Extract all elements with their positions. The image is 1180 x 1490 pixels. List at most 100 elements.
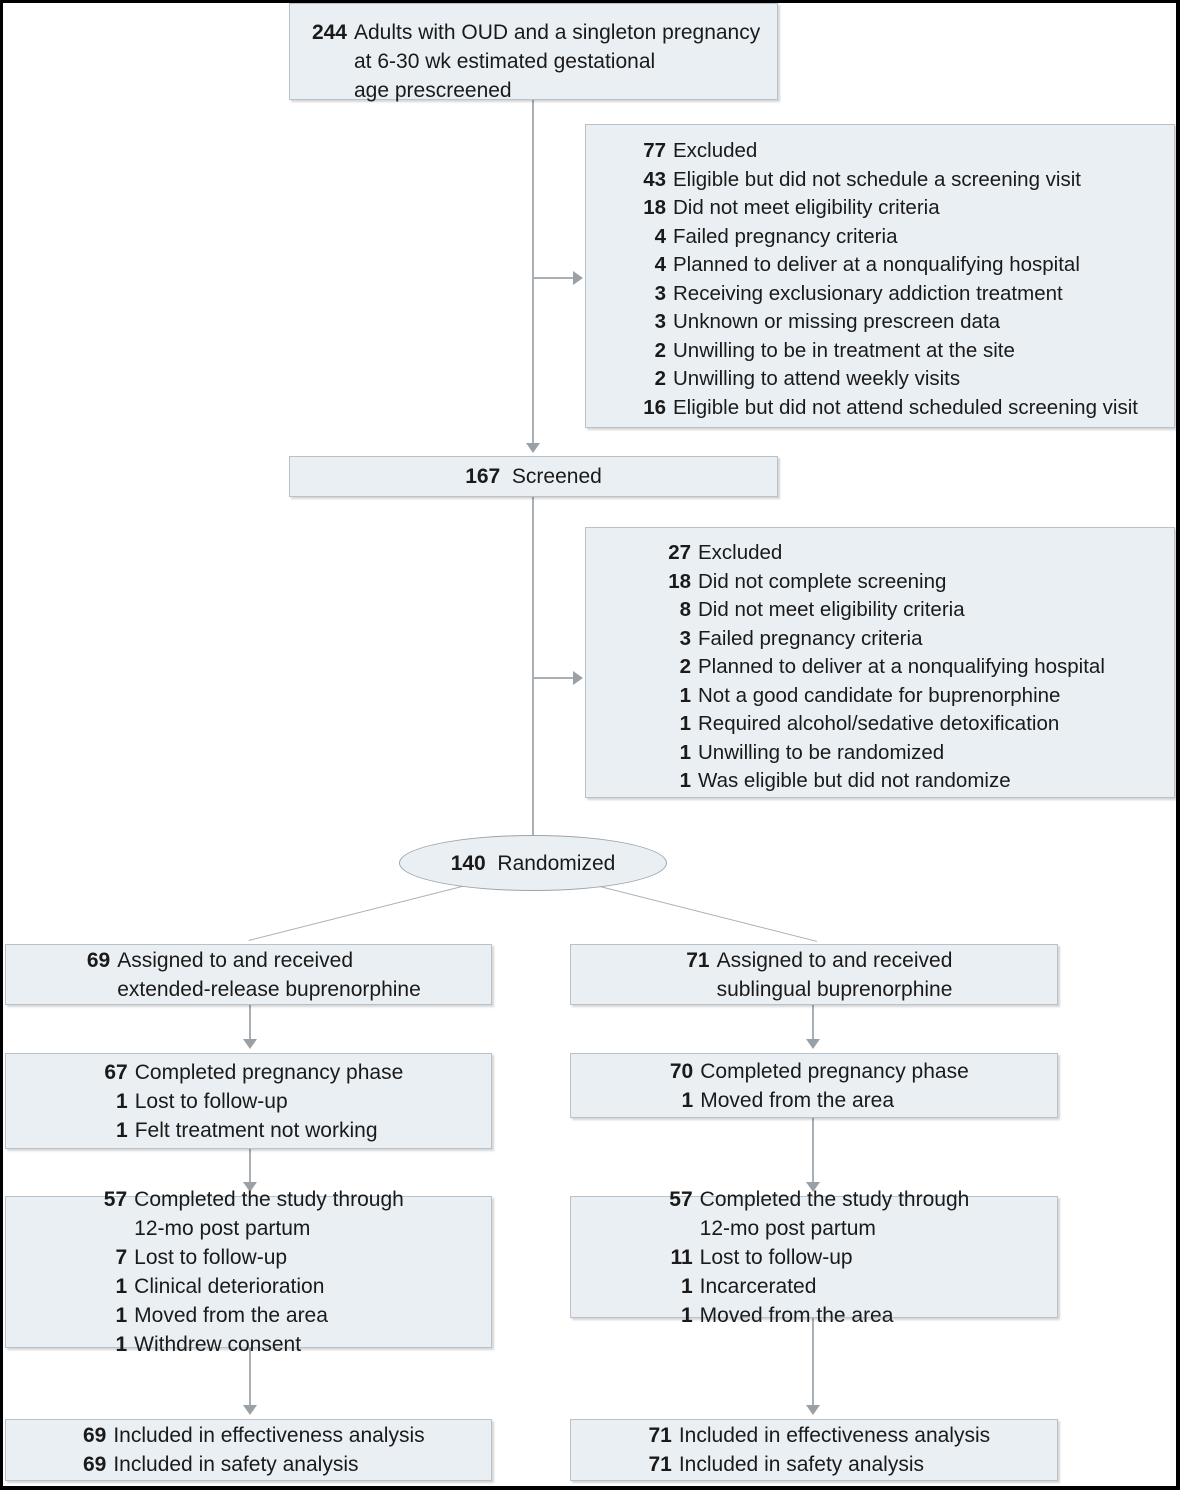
arrow-into-excluded-27 [573,671,583,685]
row-label: Planned to deliver at a nonqualifying ho… [698,655,1105,678]
diagram-row: 3 Failed pregnancy criteria [608,625,1105,654]
diagram-row: 43 Eligible but did not schedule a screen… [603,166,1138,195]
row-count: 69 [86,948,111,972]
connector-prescreened-to-screened [532,100,534,449]
connector-left-2-to-3 [249,1149,251,1186]
connector-right-1-to-2 [812,1005,814,1043]
row-label: Included in effectiveness analysis [678,1424,991,1447]
row-label: Lost to follow-up [134,1246,288,1269]
row-label: Not a good candidate for buprenorphine [698,683,1061,707]
row-count [93,1214,134,1243]
row-label: Required alcohol/sedative detoxification [698,712,1060,735]
row-count: 1 [115,1333,128,1356]
arrow-left-into-analysis [243,1405,257,1415]
row-label: Included in effectiveness analysis [113,1424,425,1447]
row-label: Felt treatment not working [134,1118,378,1142]
node-randomized: 140 Randomized [399,835,667,891]
row-count: 3 [654,310,666,333]
node-screened: 167 Screened [289,456,778,497]
diagram-row: age prescreened [307,76,760,105]
row-count: 71 [686,948,710,972]
connector-left-3-to-4 [249,1348,251,1409]
arrow-left-into-pregnancy-phase [243,1039,257,1049]
row-label: Assigned to and received [117,948,354,972]
diagram-row: at 6-30 wk estimated gestational [307,47,760,76]
diagram-row: 69 Included in effectiveness analysis [72,1421,425,1450]
screened-label: Screened [511,465,602,488]
frame-right-border [1176,0,1180,1490]
row-count: 67 [104,1060,128,1084]
row-label: Did not complete screening [698,569,947,593]
connector-right-2-to-3 [812,1118,814,1186]
arrow-right-into-analysis [806,1405,820,1415]
row-count: 1 [681,1088,694,1112]
row-count: 1 [679,712,691,735]
row-count: 43 [643,167,666,191]
row-count [676,975,717,1004]
diagram-row: 1 Moved from the area [93,1301,404,1330]
row-count: 2 [679,655,691,678]
row-label: Planned to deliver at a nonqualifying ho… [673,253,1080,276]
connector-right-3-to-4 [812,1318,814,1409]
connector-to-excluded-77 [532,277,576,279]
connector-randomized-to-right-arm [599,886,818,943]
row-count: 18 [643,196,666,219]
row-count: 1 [115,1304,128,1327]
connector-left-1-to-2 [249,1005,251,1043]
row-label: Moved from the area [134,1304,328,1327]
row-label: Completed pregnancy phase [700,1059,969,1083]
row-count: 77 [643,139,666,162]
row-label: Failed pregnancy criteria [698,626,923,650]
row-label: Was eligible but did not randomize [698,769,1011,792]
row-count: 11 [670,1245,693,1269]
row-count: 27 [668,541,691,564]
row-count: 1 [679,769,691,792]
row-label: Included in safety analysis [678,1453,924,1476]
row-label: Completed the study through [134,1188,404,1211]
row-count: 1 [679,740,691,764]
row-count: 69 [82,1424,107,1447]
row-label: Moved from the area [700,1088,894,1112]
row-count: 1 [680,1303,693,1327]
screened-count: 167 [465,465,501,488]
row-label: Eligible but did not attend scheduled sc… [673,395,1138,419]
row-count: 57 [669,1187,693,1211]
row-label: Eligible but did not schedule a screenin… [673,167,1081,191]
row-label: Receiving exclusionary addiction treatme… [673,281,1063,305]
row-label: Unwilling to be in treatment at the site [673,338,1015,362]
frame-left-border [0,0,3,1490]
diagram-row: 1 Was eligible but did not randomize [608,767,1105,796]
row-count: 7 [115,1246,128,1269]
row-count: 1 [680,1274,693,1298]
row-count: 3 [679,626,691,650]
row-count: 1 [116,1118,128,1142]
arrow-right-into-pregnancy-phase [806,1039,820,1049]
